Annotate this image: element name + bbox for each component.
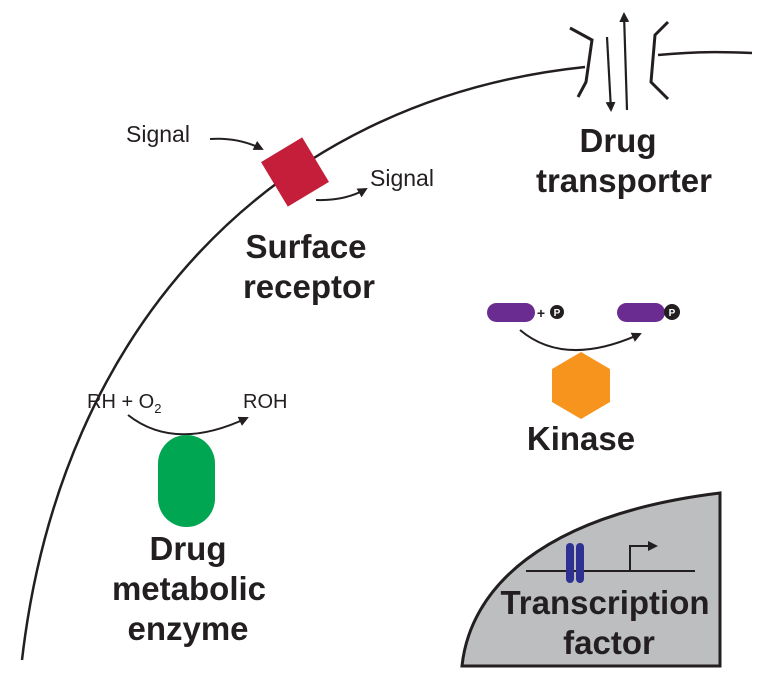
- tf-label-line2: factor: [563, 624, 655, 661]
- enzyme-shape: [158, 435, 215, 527]
- cell-membrane-right: [657, 50, 753, 57]
- transporter-label-line2: transporter: [536, 162, 712, 199]
- nucleus: [460, 491, 722, 668]
- enzyme-label-line1: Drug: [150, 530, 227, 567]
- phosphate-label: P: [554, 308, 561, 319]
- tf-protein-left: [566, 543, 574, 583]
- signal-in-label: Signal: [126, 121, 190, 147]
- receptor-label-line2: receptor: [243, 268, 375, 305]
- kinase-label: Kinase: [527, 420, 635, 457]
- transport-arrow-in: [605, 36, 616, 112]
- kinase-hexagon: [552, 352, 610, 419]
- tf-label-line1: Transcription: [500, 584, 709, 621]
- tf-protein-right: [576, 543, 584, 583]
- drug-transporter: [569, 12, 670, 112]
- enzyme-reaction-arrow: [127, 414, 249, 436]
- kinase-substrate: [487, 303, 535, 322]
- transporter-right-wall: [649, 20, 670, 101]
- phosphate-attached-label: P: [669, 308, 676, 319]
- enzyme-product: ROH: [243, 391, 287, 413]
- enzyme-substrate: RH + O2: [87, 391, 161, 416]
- surface-receptor: [261, 137, 329, 207]
- kinase-reaction-arrow: [519, 329, 642, 351]
- cell-membrane: [20, 65, 586, 661]
- promoter-arrow: [629, 541, 658, 571]
- enzyme-label-line2: metabolic: [112, 570, 266, 607]
- kinase-plus: +: [537, 305, 545, 321]
- signal-in-arrow: [209, 137, 264, 150]
- phosphate-attached-icon: [664, 304, 680, 320]
- transporter-label-line1: Drug: [580, 122, 657, 159]
- signal-out-arrow: [315, 188, 368, 202]
- signal-out-label: Signal: [370, 165, 434, 191]
- phosphorylated-substrate: [617, 303, 665, 322]
- transport-arrow-out: [619, 12, 630, 111]
- transporter-left-wall: [569, 26, 594, 98]
- enzyme-label-line3: enzyme: [127, 610, 248, 647]
- phosphate-icon: [550, 305, 564, 319]
- receptor-label-line1: Surface: [245, 228, 366, 265]
